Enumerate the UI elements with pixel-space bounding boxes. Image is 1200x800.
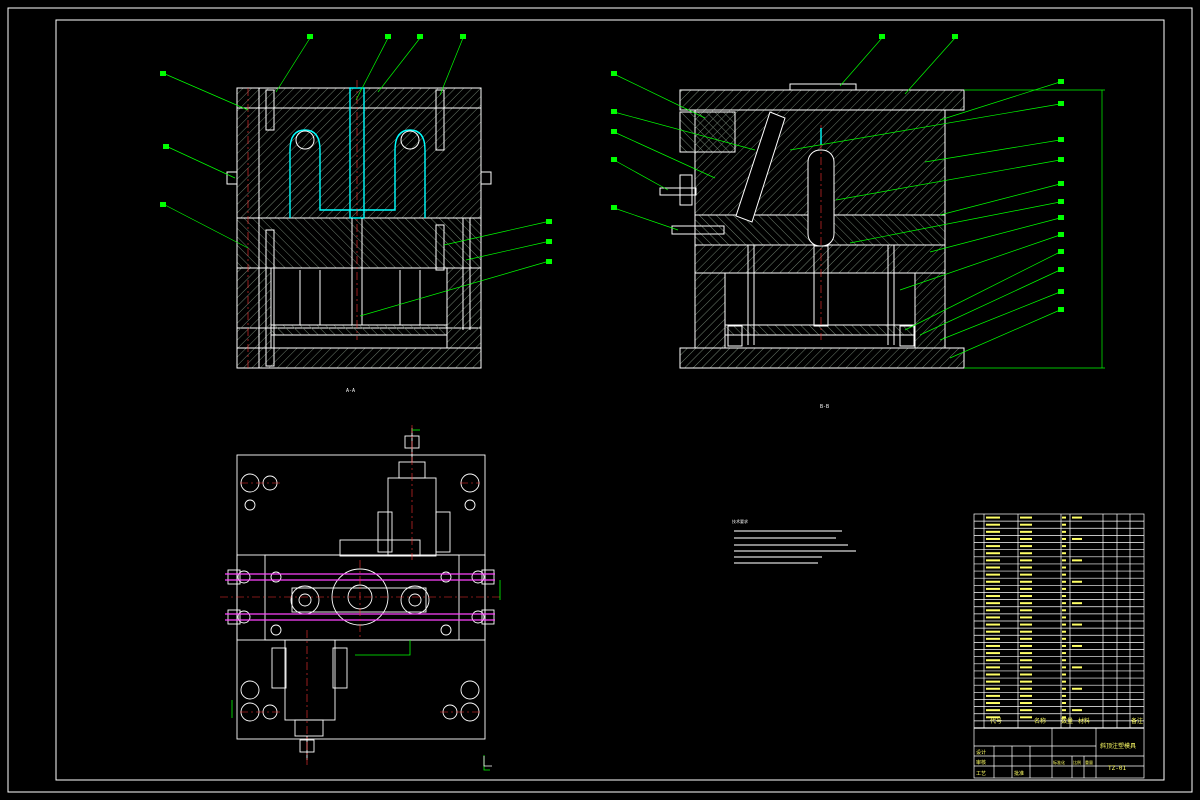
side-view-balloons [611,34,1064,312]
title-weight: 重量 [1085,759,1093,765]
bom-header-row: 代号 名称 数量 材料 备注 [990,717,1143,725]
side-view-leaders [613,37,1105,369]
front-view-leaders [164,37,547,317]
title-checker: 审核 [976,759,986,766]
bom-header-remark: 备注 [1131,717,1143,725]
plan-view [227,428,495,760]
title-block [974,728,1144,778]
front-view-caption: A-A [346,388,355,394]
bill-of-materials [973,513,1145,779]
plan-view-centerlines [220,425,500,765]
drawing-number: TZ-01 [1108,765,1126,772]
title-block-fields: 设计 审核 工艺 批准 标准化 比例 重量 斜顶注塑模具 TZ-01 [976,742,1136,777]
outer-border [7,7,1193,793]
bom-header-material: 材料 [1078,717,1090,725]
bom-entries [986,516,1082,719]
title-process: 工艺 [976,771,986,777]
title-standard: 标准化 [1053,759,1065,765]
title-designer: 设计 [976,749,986,756]
bom-header-code: 代号 [990,717,1002,725]
inner-border [55,19,1165,781]
title-scale: 比例 [1073,759,1081,765]
technical-notes: 技术要求 [732,518,856,564]
bom-header-name: 名称 [1034,717,1046,725]
title-approve: 批准 [1014,770,1024,777]
front-view-balloons [160,34,552,264]
front-section-view [226,80,492,369]
drawing-title: 斜顶注塑模具 [1100,742,1136,750]
technical-notes-title: 技术要求 [732,518,748,524]
side-view-caption: B-B [820,404,829,410]
view-direction-marker [483,756,492,767]
side-section-view [659,83,965,369]
bom-header-qty: 数量 [1061,717,1073,725]
